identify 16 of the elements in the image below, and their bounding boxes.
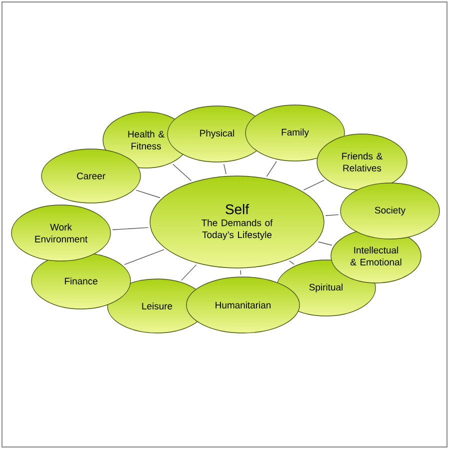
connector-line bbox=[181, 264, 197, 281]
connector-line bbox=[289, 260, 294, 265]
ellipse-node: Work Environment bbox=[11, 204, 111, 262]
ellipse-node: Humanitarian bbox=[186, 276, 300, 334]
connector-line bbox=[240, 270, 242, 276]
connector-line bbox=[318, 242, 332, 246]
connector-line bbox=[266, 160, 277, 177]
connector-line bbox=[325, 214, 339, 216]
connector-line bbox=[303, 180, 325, 190]
connector-line bbox=[112, 227, 149, 230]
connector-line bbox=[136, 190, 160, 198]
connector-line bbox=[223, 164, 226, 174]
ellipse-node: Career bbox=[41, 148, 141, 204]
connector-line bbox=[124, 249, 164, 265]
connector-line bbox=[172, 164, 192, 182]
ellipse-node: Society bbox=[340, 182, 440, 240]
